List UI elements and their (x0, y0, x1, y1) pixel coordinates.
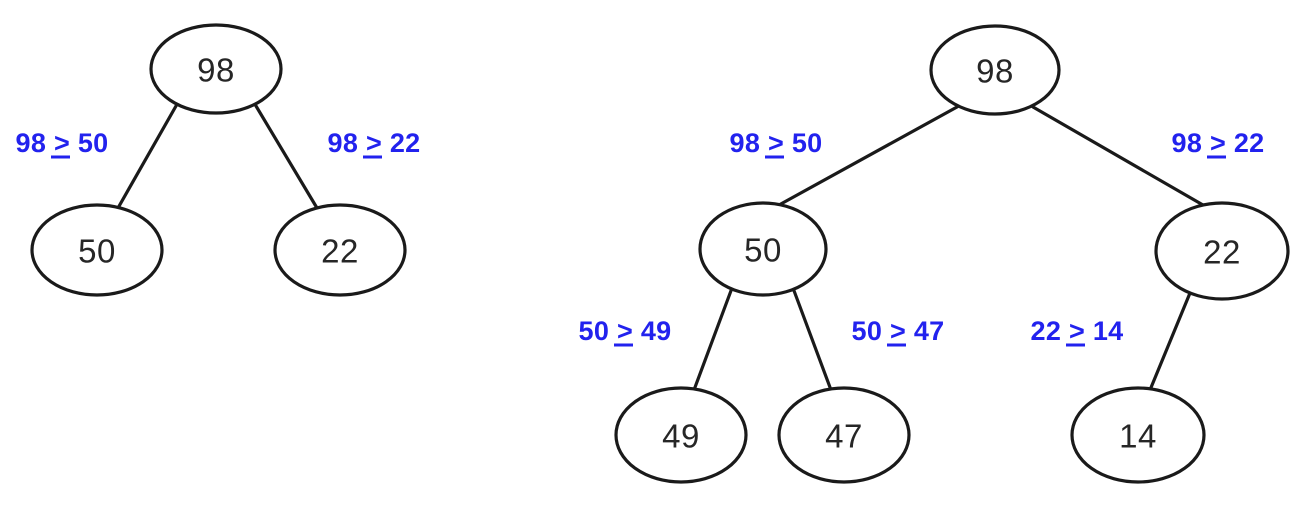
node-ellipse (273, 203, 407, 297)
node-value-label: 98 (976, 53, 1014, 90)
tree-edge (777, 105, 959, 207)
tree-edge (1148, 291, 1192, 392)
node-ellipse (1070, 386, 1206, 484)
edge-comparison-label: 98 > 22 (1172, 128, 1265, 159)
node-value-label: 14 (1119, 418, 1157, 455)
edge-label-text: 98 > 50 (730, 128, 823, 158)
edge-label-text: 50 > 47 (852, 316, 945, 346)
nodes-layer: 98 50 22 98 50 22 49 47 14 (30, 23, 1290, 484)
node-value-label: 98 (197, 52, 235, 89)
edge-comparison-label: 98 > 22 (328, 128, 421, 159)
node-ellipse (30, 203, 164, 297)
tree-node[interactable]: 22 (273, 203, 407, 297)
node-value-label: 22 (321, 233, 359, 270)
tree-node[interactable]: 47 (777, 386, 911, 484)
tree-node[interactable]: 49 (614, 386, 748, 484)
edge-label-text: 50 > 49 (579, 316, 672, 346)
tree-edge (116, 104, 178, 210)
tree-edge (692, 286, 734, 392)
tree-node[interactable]: 50 (30, 203, 164, 297)
node-value-label: 22 (1203, 234, 1241, 271)
tree-node[interactable]: 14 (1070, 386, 1206, 484)
node-ellipse (698, 201, 828, 297)
edge-comparison-label: 22 > 14 (1031, 316, 1124, 347)
tree-edge (254, 104, 319, 210)
tree-edge (1031, 105, 1205, 207)
node-value-label: 50 (744, 232, 782, 269)
node-value-label: 47 (825, 418, 863, 455)
node-ellipse (777, 386, 911, 484)
node-ellipse (614, 386, 748, 484)
node-ellipse (929, 24, 1061, 116)
edge-comparison-label: 98 > 50 (730, 128, 823, 159)
tree-node[interactable]: 22 (1154, 201, 1290, 301)
edge-label-text: 98 > 50 (16, 128, 109, 158)
node-ellipse (149, 23, 283, 115)
edges-layer (116, 104, 1205, 392)
edge-comparison-label: 50 > 49 (579, 316, 672, 347)
tree-node[interactable]: 98 (929, 24, 1061, 116)
node-value-label: 50 (78, 233, 116, 270)
edge-label-text: 98 > 22 (328, 128, 421, 158)
tree-node[interactable]: 50 (698, 201, 828, 297)
tree-node[interactable]: 98 (149, 23, 283, 115)
node-value-label: 49 (662, 418, 700, 455)
edge-comparison-label: 98 > 50 (16, 128, 109, 159)
node-ellipse (1154, 201, 1290, 301)
tree-edge (791, 286, 833, 392)
edge-labels-layer: 98 > 50 98 > 22 98 > 50 98 > 22 50 > 49 50 > … (16, 128, 1265, 347)
edge-comparison-label: 50 > 47 (852, 316, 945, 347)
edge-label-text: 22 > 14 (1031, 316, 1124, 346)
edge-label-text: 98 > 22 (1172, 128, 1265, 158)
